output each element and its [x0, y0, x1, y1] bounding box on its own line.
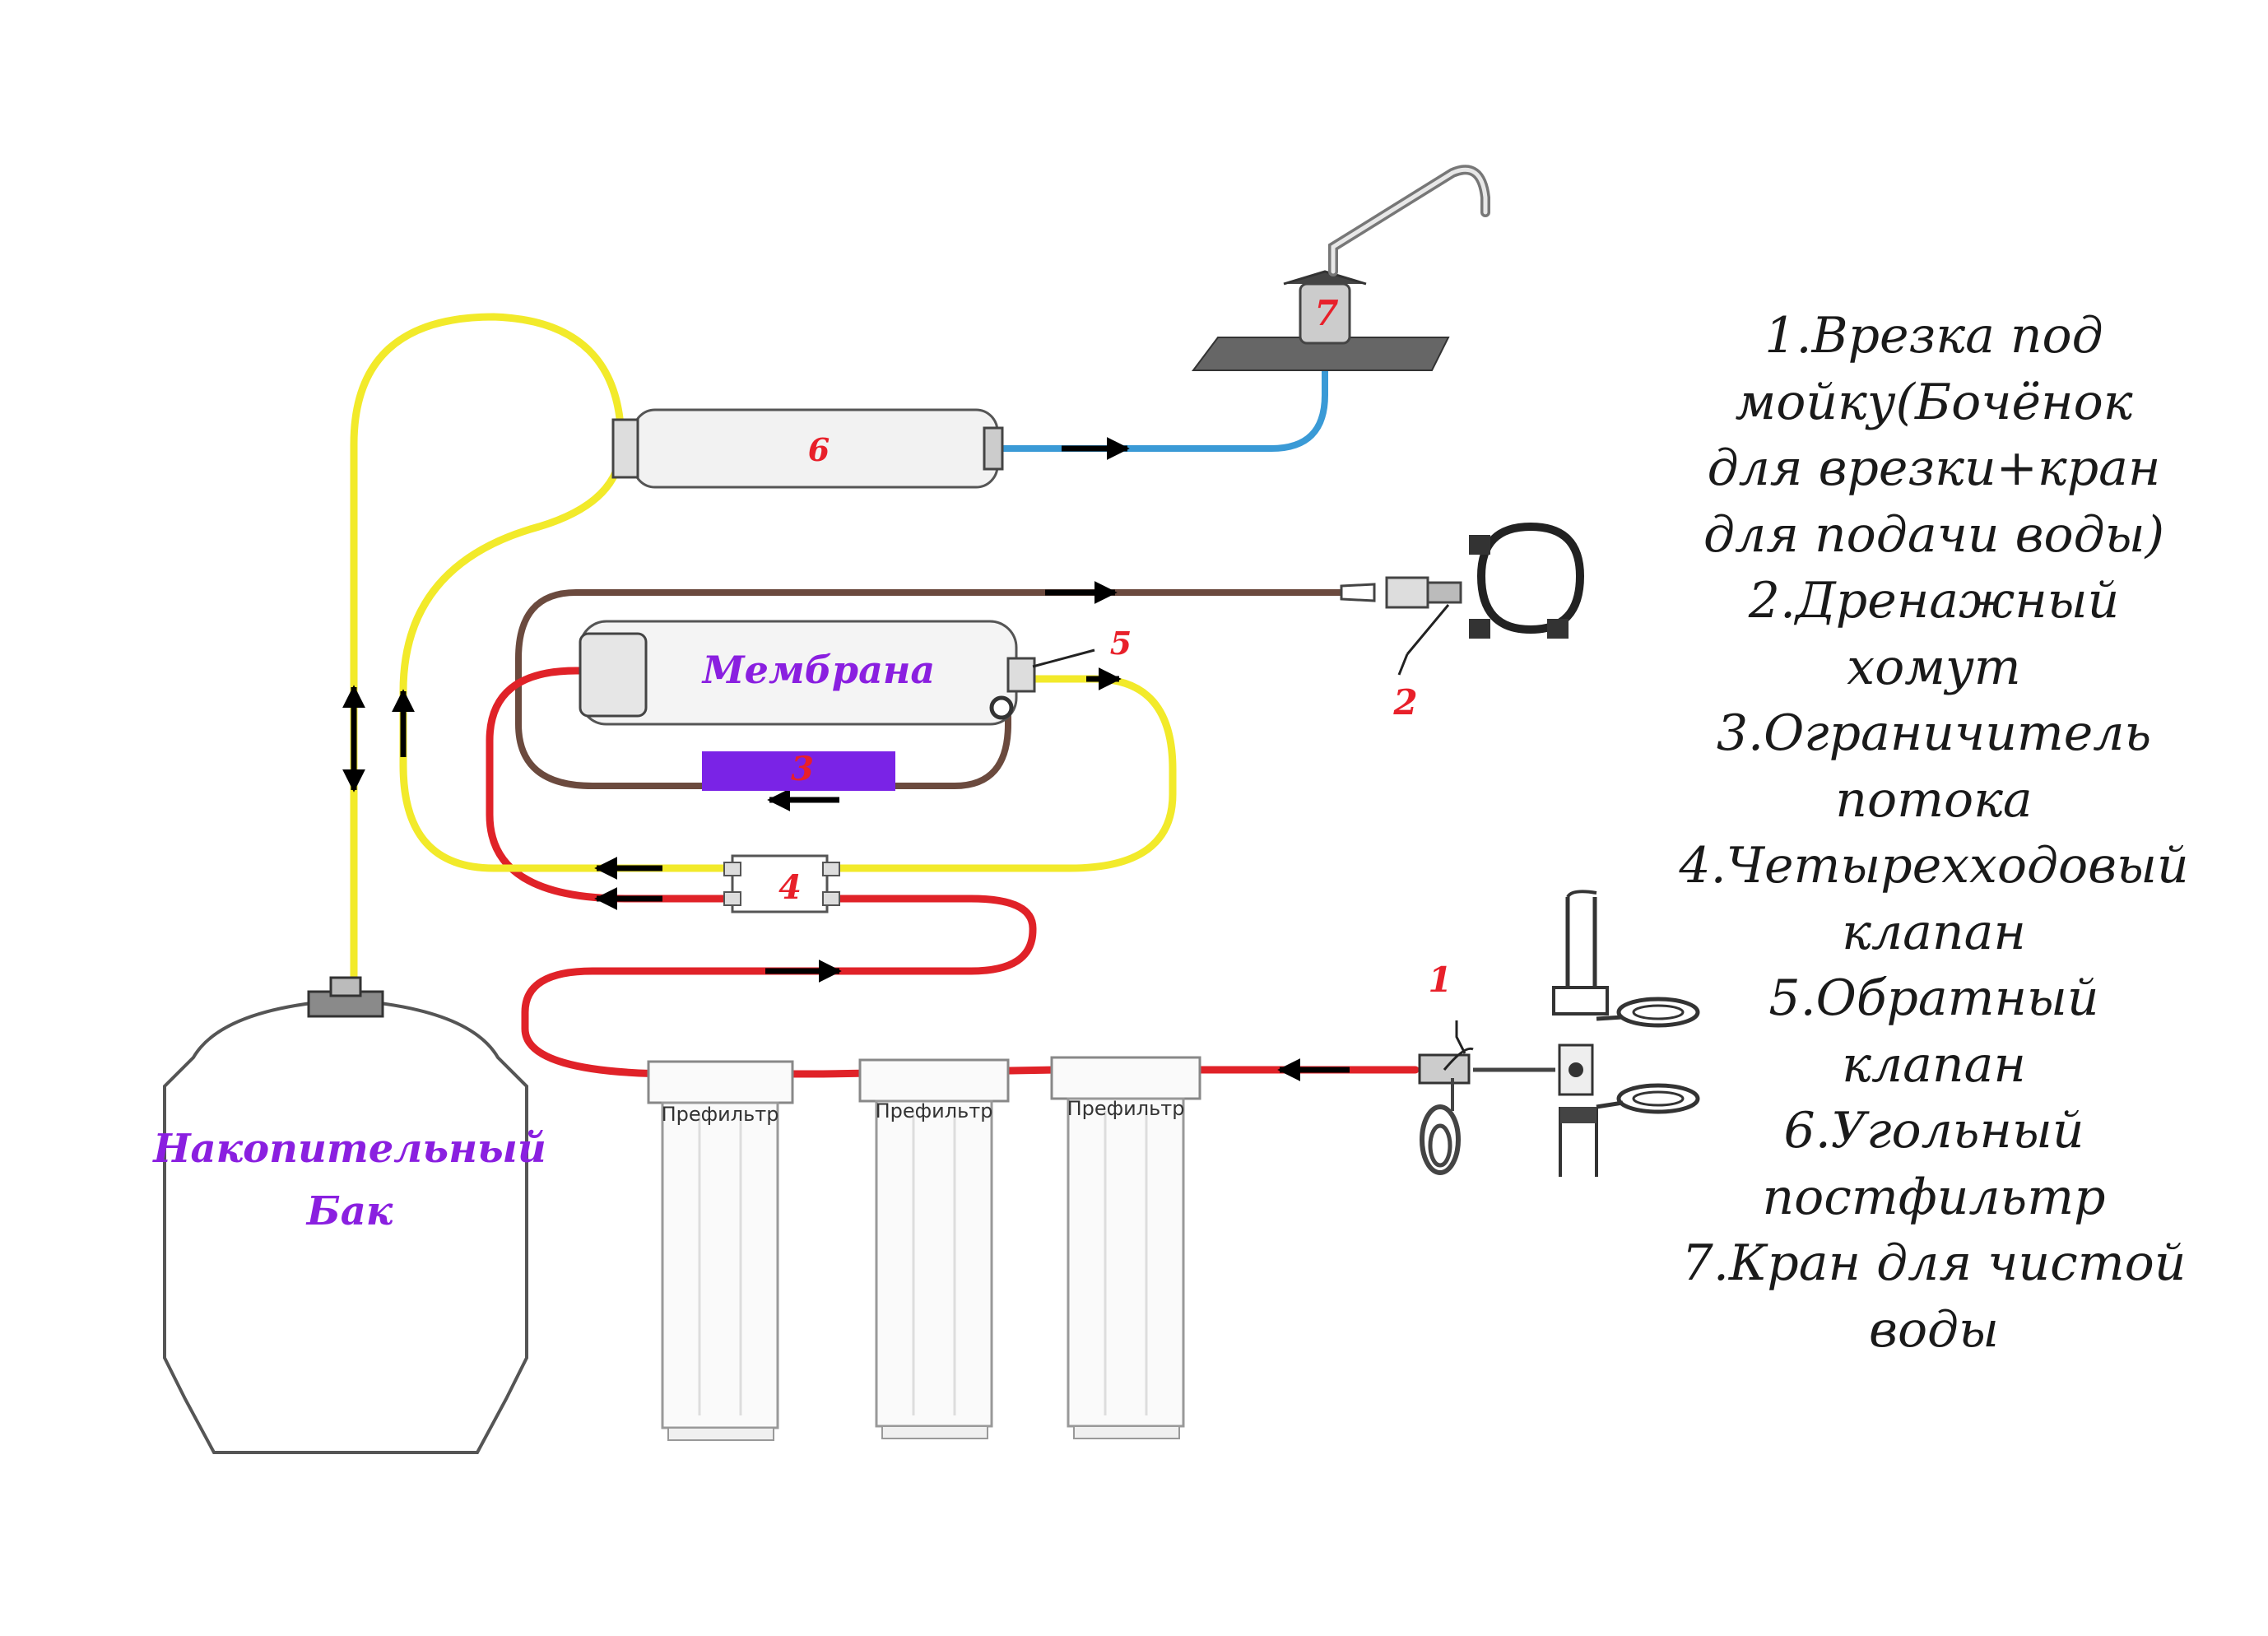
marker-5: 5 [1110, 625, 1132, 662]
supply-line [486, 667, 1420, 1078]
marker-2: 2 [1392, 682, 1417, 723]
drain-saddle-clamp: 2 [1340, 522, 1585, 723]
flow-arrows [342, 437, 1350, 1081]
feed-water-connection: 1 [1418, 890, 1700, 1177]
flow-restrictor: 3 [702, 750, 895, 791]
legend-line: клапан [1842, 1035, 2026, 1094]
tank-label-line1: Накопительный [151, 1126, 546, 1172]
legend-line: 2.Дренажный [1748, 572, 2120, 630]
prefilter-3-label: Префильтр [1067, 1097, 1185, 1120]
clean-water-faucet: 7 [1192, 165, 1490, 371]
legend-line: воды [1869, 1300, 1999, 1359]
prefilter-3: Префильтр [1050, 1056, 1201, 1439]
legend-line: для врезки+кран [1707, 439, 2161, 497]
prefilter-2-label: Префильтр [876, 1099, 993, 1122]
marker-6: 6 [808, 431, 830, 468]
marker-1: 1 [1428, 960, 1452, 1000]
membrane-label: Мембрана [701, 648, 935, 692]
legend-line: хомут [1847, 638, 2021, 696]
legend-line: 3.Ограничитель [1716, 704, 2152, 762]
component-legend: 1.Врезка под мойку(Бочёнок для врезки+кр… [1646, 303, 2222, 1363]
legend-line: клапан [1842, 903, 2026, 961]
tank-label-line2: Бак [305, 1188, 393, 1234]
legend-line: 5.Обратный [1768, 969, 2099, 1027]
membrane-housing: Мембрана [579, 620, 1036, 726]
prefilter-2: Префильтр [858, 1058, 1010, 1439]
drain-line [515, 589, 1345, 789]
prefilter-1-label: Префильтр [662, 1103, 779, 1126]
legend-line: потока [1835, 770, 2033, 829]
legend-line: 1.Врезка под [1764, 307, 2103, 365]
legend-line: для подачи воды) [1703, 505, 2164, 564]
legend-line: 7.Кран для чистой [1681, 1234, 2187, 1292]
clean-line [997, 359, 1328, 452]
legend-line: 6.Угольный [1783, 1102, 2084, 1160]
marker-7: 7 [1314, 293, 1338, 333]
four-way-valve: 4 [723, 854, 840, 913]
marker-4: 4 [778, 868, 802, 907]
legend-line: постфильтр [1762, 1168, 2106, 1226]
marker-3: 3 [791, 750, 814, 788]
storage-tank: Накопительный Бак [151, 976, 546, 1454]
prefilter-1: Префильтр [647, 1060, 794, 1441]
product-line [350, 313, 1177, 983]
legend-line: 4.Четырехходовый [1679, 837, 2189, 895]
carbon-postfilter: 6 [611, 408, 1004, 489]
check-valve: 5 [1032, 625, 1132, 668]
legend-line: мойку(Бочёнок [1735, 373, 2133, 431]
